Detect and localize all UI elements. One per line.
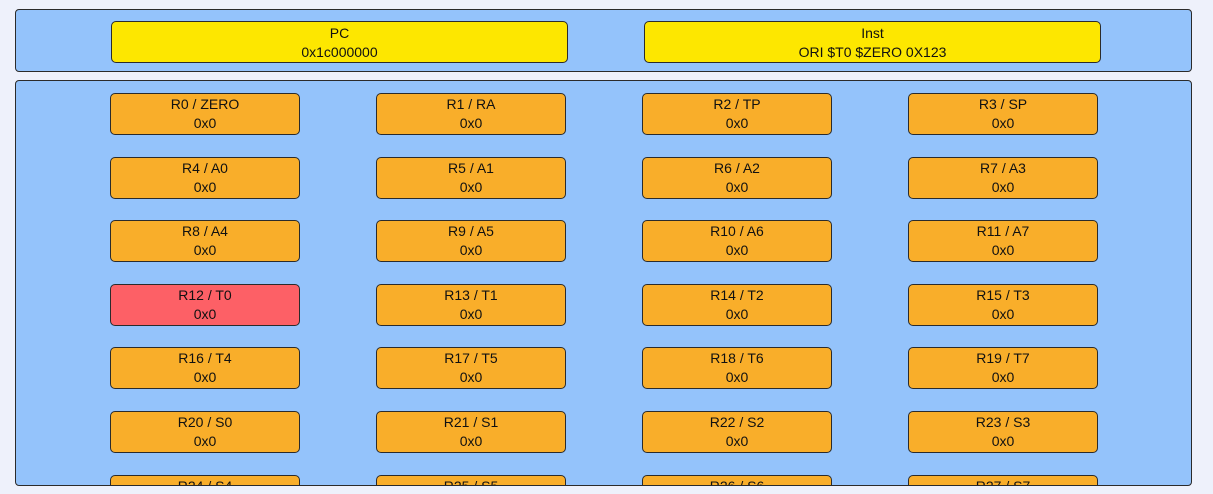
- register-cell: R22 / S2 0x0: [642, 411, 832, 453]
- register-value: 0x0: [193, 242, 217, 258]
- register-cell: R12 / T0 0x0: [110, 284, 300, 326]
- register-cell: R0 / ZERO 0x0: [110, 93, 300, 135]
- register-panel[interactable]: R0 / ZERO 0x0 R1 / RA 0x0 R2 / TP 0x0 R3 / SP 0…: [15, 80, 1192, 486]
- register-cell: R17 / T5 0x0: [376, 347, 566, 389]
- pc-value: 0x1c000000: [301, 44, 378, 60]
- pc-label: PC: [329, 25, 350, 41]
- register-value: 0x0: [725, 369, 749, 385]
- register-name: R0 / ZERO: [170, 96, 240, 112]
- register-name: R2 / TP: [713, 96, 761, 112]
- register-value: 0x0: [725, 115, 749, 131]
- register-cell: R9 / A5 0x0: [376, 220, 566, 262]
- register-value: 0x0: [193, 306, 217, 322]
- register-cell: R19 / T7 0x0: [908, 347, 1098, 389]
- register-name: R20 / S0: [177, 414, 233, 430]
- register-name: R23 / S3: [975, 414, 1031, 430]
- register-name: R5 / A1: [448, 160, 494, 176]
- register-value: 0x0: [193, 115, 217, 131]
- inst-value: ORI $T0 $ZERO 0X123: [798, 44, 947, 60]
- register-name: R11 / A7: [976, 223, 1030, 239]
- register-name: R19 / T7: [976, 350, 1030, 366]
- register-cell: R4 / A0 0x0: [110, 157, 300, 199]
- register-name: R1 / RA: [446, 96, 496, 112]
- register-cell: R8 / A4 0x0: [110, 220, 300, 262]
- register-value: 0x0: [991, 433, 1015, 449]
- register-value: 0x0: [459, 115, 483, 131]
- register-value: 0x0: [193, 369, 217, 385]
- register-cell: R1 / RA 0x0: [376, 93, 566, 135]
- register-value: 0x0: [991, 369, 1015, 385]
- register-name: R18 / T6: [710, 350, 764, 366]
- register-name: R24 / S4: [177, 478, 233, 486]
- register-cell: R2 / TP 0x0: [642, 93, 832, 135]
- register-cell: R23 / S3 0x0: [908, 411, 1098, 453]
- register-name: R15 / T3: [976, 287, 1030, 303]
- register-value: 0x0: [459, 179, 483, 195]
- register-cell: R3 / SP 0x0: [908, 93, 1098, 135]
- register-value: 0x0: [991, 115, 1015, 131]
- register-cell: R27 / S70x0: [908, 475, 1098, 486]
- register-name: R10 / A6: [710, 223, 764, 239]
- pc-display: PC 0x1c000000: [111, 21, 568, 63]
- register-value: 0x0: [991, 179, 1015, 195]
- register-name: R8 / A4: [182, 223, 228, 239]
- register-value: 0x0: [991, 242, 1015, 258]
- register-value: 0x0: [459, 306, 483, 322]
- register-name: R22 / S2: [709, 414, 765, 430]
- register-cell: R5 / A1 0x0: [376, 157, 566, 199]
- register-value: 0x0: [725, 242, 749, 258]
- register-name: R7 / A3: [980, 160, 1026, 176]
- register-value: 0x0: [725, 306, 749, 322]
- register-name: R14 / T2: [710, 287, 764, 303]
- inst-label: Inst: [861, 25, 884, 41]
- register-value: 0x0: [459, 242, 483, 258]
- register-name: R26 / S6: [709, 478, 765, 486]
- register-cell: R25 / S50x0: [376, 475, 566, 486]
- register-name: R12 / T0: [178, 287, 232, 303]
- register-name: R4 / A0: [182, 160, 228, 176]
- register-value: 0x0: [459, 369, 483, 385]
- register-cell: R6 / A2 0x0: [642, 157, 832, 199]
- register-value: 0x0: [725, 179, 749, 195]
- register-cell: R11 / A7 0x0: [908, 220, 1098, 262]
- register-cell: R20 / S0 0x0: [110, 411, 300, 453]
- register-cell: R24 / S40x0: [110, 475, 300, 486]
- register-value: 0x0: [193, 179, 217, 195]
- register-value: 0x0: [193, 433, 217, 449]
- register-name: R16 / T4: [178, 350, 232, 366]
- register-name: R25 / S5: [443, 478, 499, 486]
- instruction-display: Inst ORI $T0 $ZERO 0X123: [644, 21, 1101, 63]
- register-cell: R18 / T6 0x0: [642, 347, 832, 389]
- register-cell: R14 / T2 0x0: [642, 284, 832, 326]
- register-name: R21 / S1: [443, 414, 499, 430]
- register-name: R13 / T1: [444, 287, 498, 303]
- register-value: 0x0: [991, 306, 1015, 322]
- register-cell: R7 / A3 0x0: [908, 157, 1098, 199]
- register-name: R6 / A2: [714, 160, 760, 176]
- status-panel: PC 0x1c000000 Inst ORI $T0 $ZERO 0X123: [15, 9, 1192, 72]
- register-cell: R13 / T1 0x0: [376, 284, 566, 326]
- register-cell: R15 / T3 0x0: [908, 284, 1098, 326]
- register-value: 0x0: [725, 433, 749, 449]
- register-name: R9 / A5: [448, 223, 494, 239]
- register-cell: R21 / S1 0x0: [376, 411, 566, 453]
- register-value: 0x0: [459, 433, 483, 449]
- register-cell: R10 / A6 0x0: [642, 220, 832, 262]
- register-cell: R26 / S60x0: [642, 475, 832, 486]
- register-cell: R16 / T4 0x0: [110, 347, 300, 389]
- register-name: R17 / T5: [444, 350, 498, 366]
- register-name: R27 / S7: [975, 478, 1031, 486]
- register-name: R3 / SP: [978, 96, 1028, 112]
